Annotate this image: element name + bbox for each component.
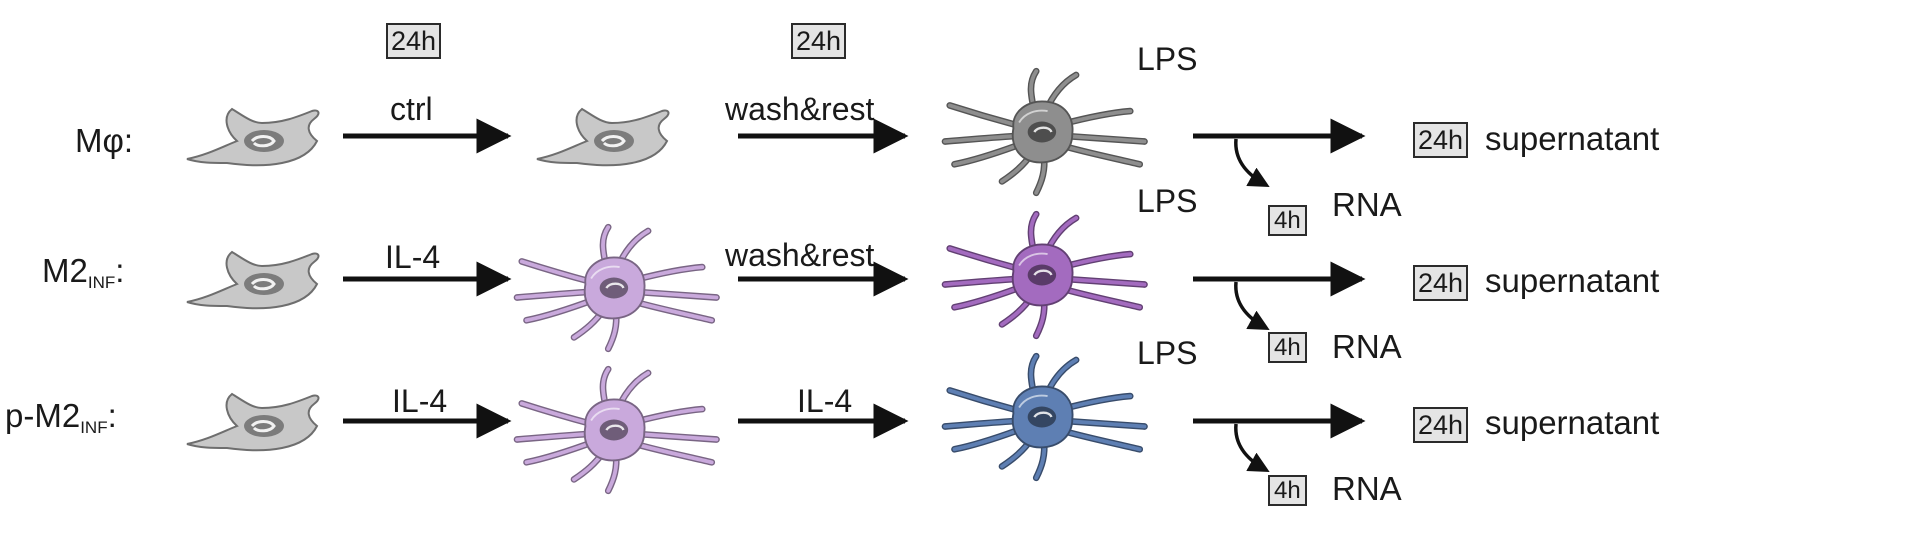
row2-supernatant-label: supernatant [1485,262,1660,299]
row2-cell-stage2 [513,223,720,353]
row1-step1-label: ctrl [390,91,433,127]
row3-cell-stage2 [513,365,720,495]
row3-supernatant-time-box: 24h [1413,407,1469,443]
row2-stimulus-label: LPS [1137,183,1198,219]
row-label-mphi: Mφ: [75,122,134,159]
row3-rna-label: RNA [1332,470,1402,507]
row3-step2-label: IL-4 [797,383,853,419]
row3-rna-time-box: 4h [1268,475,1307,506]
row3-cell-stage3 [941,352,1148,482]
row2-supernatant-time-box: 24h [1413,265,1469,301]
row1-cell-resting [186,107,320,167]
row2-rna-time-box: 4h [1268,332,1307,363]
row1-stimulus-label: LPS [1137,41,1198,77]
header-duration-box-2: 24h [791,23,847,59]
row1-step2-label: wash&rest [725,91,875,127]
row2-cell-resting [186,250,320,310]
row1-rna-label: RNA [1332,186,1402,223]
row-label-m2inf: M2INF: [42,252,125,292]
row1-cell-stage3 [941,67,1148,197]
row3-cell-resting [186,392,320,452]
row-label-p-m2inf: p-M2INF: [5,397,117,437]
row2-step2-label: wash&rest [725,237,875,273]
row2-rna-label: RNA [1332,328,1402,365]
row1-arrow-rna-branch [1234,138,1270,188]
row1-rna-time-box: 4h [1268,205,1307,236]
row1-supernatant-time-box: 24h [1413,122,1469,158]
row2-step1-label: IL-4 [385,239,441,275]
row3-supernatant-label: supernatant [1485,404,1660,441]
row2-cell-stage3 [941,210,1148,340]
row1-supernatant-label: supernatant [1485,120,1660,157]
header-duration-box-1: 24h [386,23,442,59]
row3-stimulus-label: LPS [1137,335,1198,371]
row3-step1-label: IL-4 [392,383,448,419]
row1-cell-stage2 [536,107,670,167]
row3-arrow-rna-branch [1234,423,1270,473]
row2-arrow-rna-branch [1234,281,1270,331]
